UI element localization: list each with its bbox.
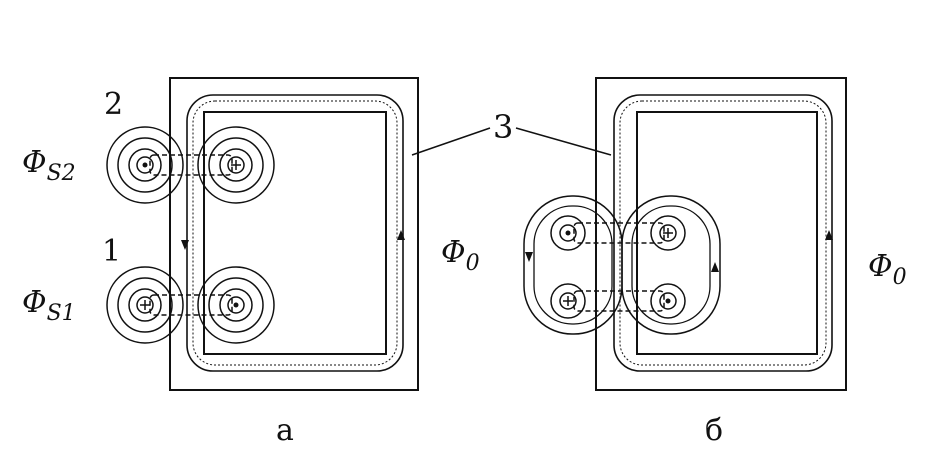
core-b-flux-path-inner: [619, 100, 827, 366]
flux-arrow-a-2: [181, 240, 189, 250]
caption-a: а: [276, 413, 294, 448]
coil-1-left-ring-outer: [106, 266, 184, 344]
core-a-window: [203, 111, 387, 355]
coil-2-left-ring-outer: [106, 126, 184, 204]
coil-2-right-conductor: [227, 156, 245, 174]
coil-2-right-ring-mid: [208, 137, 264, 193]
coil-1-left-conductor: [136, 296, 154, 314]
flux-arrow-b: [825, 230, 833, 240]
coil-b-bottom-right-ring: [650, 283, 686, 319]
core-a-outer: [169, 77, 419, 391]
flux-s2-subscript: S2: [47, 161, 76, 186]
core-number-label: 3: [493, 108, 513, 146]
flux-0-label-a: Φ0: [441, 235, 480, 276]
core-a-flux-path-inner: [192, 100, 398, 366]
leakage-loop-right-mid: [631, 205, 711, 325]
panel-a: 2 1 ΦS2 ΦS1 Φ0 а: [22, 77, 480, 448]
coil-2-left-conductor: [136, 156, 154, 174]
coil-1-left-ring-mid: [117, 277, 173, 333]
coil-1-right-conductor: [227, 296, 245, 314]
coil-b-bottom-left-cross: [563, 296, 573, 306]
coil-2-left-ring-inner: [128, 148, 162, 182]
coil-1-right-ring-outer: [197, 266, 275, 344]
panel-b: Φ0 б: [523, 77, 907, 448]
core-b-outer: [595, 77, 847, 391]
coil-1-right-ring-inner: [219, 288, 253, 322]
coil-b-top-right-cross: [663, 228, 673, 238]
core-a-flux-path: [186, 94, 404, 372]
coil-b-bottom-right-conductor: [659, 292, 677, 310]
coil-b-bottom-winding: [573, 290, 665, 312]
coil-1-right-ring-mid: [208, 277, 264, 333]
coil-1: [106, 266, 275, 344]
coil-1-left-cross: [140, 300, 150, 310]
coil-2-right-ring-outer: [197, 126, 275, 204]
coil-2-left-ring-mid: [117, 137, 173, 193]
coil-b-top-right-conductor: [659, 224, 677, 242]
flux-s1-subscript: S1: [47, 301, 76, 326]
coil-b-bottom-right-dot: [665, 298, 671, 304]
leakage-loop-left-mid: [533, 205, 613, 325]
coil-2-right-ring-inner: [219, 148, 253, 182]
flux-0-label-b: Φ0: [868, 249, 907, 290]
core-callout: 3: [411, 108, 612, 156]
coil-1-number-label: 1: [102, 234, 121, 269]
leakage-arrow-left: [525, 252, 533, 262]
coil-2: [106, 126, 275, 204]
coil-b-top-right-ring: [650, 215, 686, 251]
coil-1-right-dot: [233, 302, 239, 308]
core-leader-a: [411, 127, 491, 156]
coil-1-left-ring-inner: [128, 288, 162, 322]
coil-b-bottom-left-conductor: [559, 292, 577, 310]
coil-b-top-left-ring: [550, 215, 586, 251]
core-b-flux-path: [613, 94, 833, 372]
coil-b-top-winding: [573, 222, 665, 244]
leakage-loop-right: [621, 195, 721, 335]
coil-b-bottom-left-ring: [550, 283, 586, 319]
flux-arrow-a: [397, 230, 405, 240]
coil-2-right-cross: [231, 160, 241, 170]
core-b-window: [636, 111, 818, 355]
coil-2-number-label: 2: [104, 87, 123, 122]
coil-b-top-left-conductor: [559, 224, 577, 242]
caption-b: б: [705, 413, 723, 448]
flux-s1-label: ΦS1: [22, 285, 76, 326]
coil-2-winding: [149, 154, 233, 176]
coil-b-top-left-dot: [565, 230, 571, 236]
coil-2-left-dot: [142, 162, 148, 168]
core-leader-b: [515, 127, 612, 156]
flux-s2-label: ΦS2: [22, 145, 76, 186]
flux-0-subscript-a: 0: [466, 251, 480, 276]
flux-0-subscript-b: 0: [893, 265, 907, 290]
leakage-arrow-right: [711, 262, 719, 272]
coil-1-winding: [149, 294, 233, 316]
